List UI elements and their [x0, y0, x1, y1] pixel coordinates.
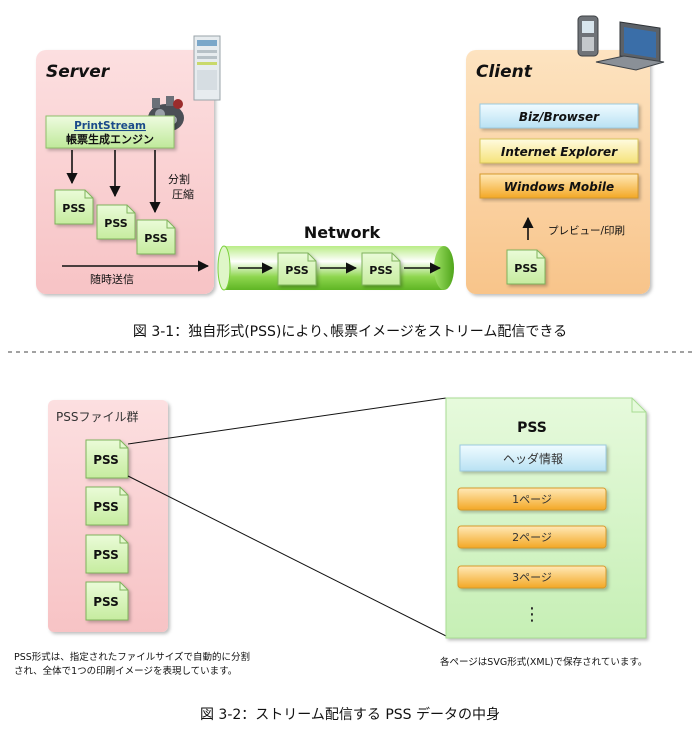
group-pss-3	[85, 534, 129, 574]
right-note: 各ページはSVG形式(XML)で保存されています。	[440, 656, 647, 668]
doc-ellipsis: ⋮	[523, 604, 541, 625]
doc-page-bar-1	[457, 487, 607, 511]
client-pss-label: PSS	[514, 262, 537, 275]
app-biz-browser-label: Biz/Browser	[519, 110, 600, 124]
doc-page-2-label: 2ページ	[512, 531, 552, 544]
group-pss-3-label: PSS	[93, 548, 119, 562]
group-pss-4-label: PSS	[93, 595, 119, 609]
network-title: Network	[304, 223, 381, 242]
sequential-send-label: 随時送信	[90, 272, 134, 286]
client-title: Client	[476, 62, 533, 82]
server-machine-icon	[193, 35, 221, 101]
app-windows-mobile-label: Windows Mobile	[504, 180, 614, 194]
engine-description: 帳票生成エンジン	[66, 132, 154, 146]
printstream-engine	[45, 115, 175, 149]
server-pss-2-label: PSS	[104, 217, 127, 230]
split-label: 分割	[168, 172, 190, 186]
network-pss-1	[277, 252, 317, 286]
compress-label: 圧縮	[172, 187, 194, 201]
group-pss-2-label: PSS	[93, 500, 119, 514]
app-internet-explorer-label: Internet Explorer	[501, 145, 618, 159]
doc-page-3-label: 3ページ	[512, 571, 552, 584]
laptop-icon	[595, 21, 665, 71]
left-note-line-2: され、全体で1つの印刷イメージを表現しています。	[14, 665, 237, 677]
group-pss-1-label: PSS	[93, 453, 119, 467]
network-pss-2-label: PSS	[369, 264, 392, 277]
app-bar-windows-mobile	[479, 173, 639, 199]
group-pss-1	[85, 439, 129, 479]
app-bar-internet-explorer	[479, 138, 639, 164]
app-bar-biz-browser	[479, 103, 639, 129]
server-panel	[36, 50, 214, 294]
network-pss-2	[361, 252, 401, 286]
network-pss-1-label: PSS	[285, 264, 308, 277]
figure-3-1-caption: 図 3-1：独自形式(PSS)により､帳票イメージをストリーム配信できる	[133, 324, 567, 340]
client-panel	[466, 50, 650, 294]
server-pss-2	[96, 204, 136, 240]
client-pss	[506, 249, 546, 285]
doc-header-label: ヘッダ情報	[503, 451, 563, 466]
server-pss-1-label: PSS	[62, 202, 85, 215]
server-pss-3	[136, 219, 176, 255]
zoom-line-bottom	[127, 475, 447, 637]
doc-title: PSS	[517, 420, 547, 436]
engine-name: PrintStream	[74, 120, 146, 132]
group-pss-2	[85, 486, 129, 526]
server-pss-3-label: PSS	[144, 232, 167, 245]
pss-file-group-label: PSSファイル群	[56, 410, 138, 424]
doc-page-bar-2	[457, 525, 607, 549]
preview-print-label: プレビュー/印刷	[548, 224, 625, 237]
figure-3-2-caption: 図 3-2：ストリーム配信する PSS データの中身	[200, 706, 500, 723]
doc-page-bar-3	[457, 565, 607, 589]
server-pss-1	[54, 189, 94, 225]
zoom-line-top	[127, 397, 447, 445]
group-pss-4	[85, 581, 129, 621]
left-note-line-1: PSS形式は、指定されたファイルサイズで自動的に分割	[14, 651, 250, 663]
doc-header-bar	[459, 444, 607, 472]
server-title: Server	[46, 62, 111, 82]
doc-page-1-label: 1ページ	[512, 493, 552, 506]
mobile-phone-icon	[577, 15, 599, 57]
